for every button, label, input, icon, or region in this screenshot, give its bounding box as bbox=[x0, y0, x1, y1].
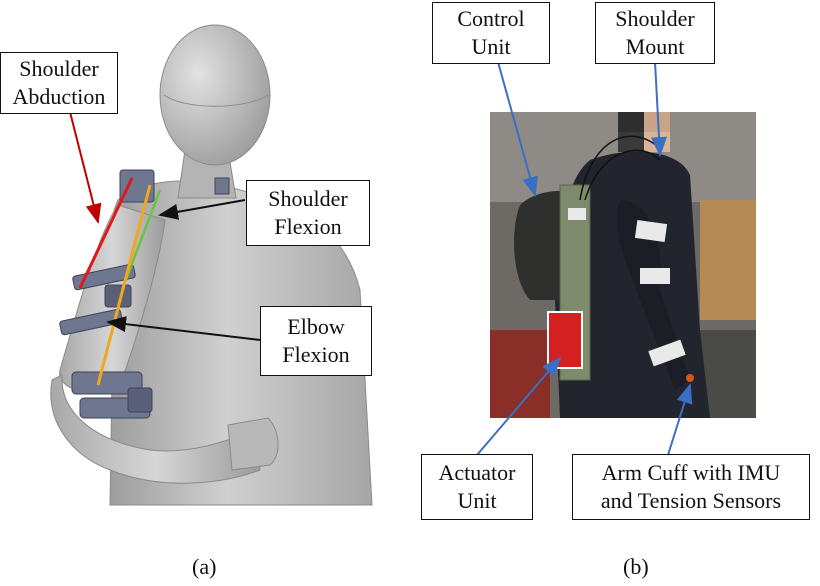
caption-panel-a: (a) bbox=[192, 554, 217, 579]
label-arm-cuff: Arm Cuff with IMU and Tension Sensors bbox=[572, 454, 810, 520]
actuator-unit-box bbox=[547, 311, 583, 369]
label-line: Shoulder bbox=[19, 56, 99, 81]
mannequin-hand bbox=[227, 417, 279, 471]
shoulder-flexion-arrow bbox=[158, 199, 246, 220]
shoulder-mount-bracket bbox=[119, 169, 155, 203]
abduction-cable bbox=[78, 177, 134, 289]
label-line: Elbow bbox=[287, 314, 345, 339]
label-actuator-unit: Actuator Unit bbox=[421, 454, 533, 520]
pixelated-face bbox=[618, 112, 670, 152]
label-elbow-flexion: Elbow Flexion bbox=[260, 306, 372, 376]
label-line: Shoulder bbox=[615, 6, 695, 31]
control-unit-arrow bbox=[497, 61, 538, 197]
person-arm bbox=[616, 200, 690, 390]
caption-panel-b: (b) bbox=[623, 554, 649, 579]
elbow-flexion-arrow bbox=[106, 316, 261, 341]
abduction-arrow bbox=[69, 111, 102, 224]
label-line: Unit bbox=[457, 488, 497, 513]
label-line: Shoulder bbox=[268, 186, 348, 211]
label-line: Unit bbox=[471, 34, 511, 59]
label-line: Actuator bbox=[438, 460, 516, 485]
mannequin-head bbox=[159, 24, 271, 166]
label-line: Mount bbox=[625, 34, 685, 59]
label-line: Control bbox=[457, 6, 525, 31]
panel-a-mannequin bbox=[50, 24, 373, 506]
label-control-unit: Control Unit bbox=[432, 2, 550, 64]
actuator-unit-arrow bbox=[476, 356, 562, 456]
label-shoulder-flexion: Shoulder Flexion bbox=[246, 180, 370, 246]
label-shoulder-mount: Shoulder Mount bbox=[595, 2, 715, 64]
forearm-cuff bbox=[71, 371, 153, 419]
elbow-flexion-cable bbox=[96, 184, 152, 386]
upper-arm-cuff bbox=[59, 263, 136, 336]
arm-cuff-arrow bbox=[667, 383, 693, 456]
label-line: Flexion bbox=[282, 342, 350, 367]
label-shoulder-abduction: Shoulder Abduction bbox=[0, 52, 118, 114]
label-line: Abduction bbox=[12, 84, 106, 109]
mannequin-forearm bbox=[50, 374, 261, 484]
panel-b-photo bbox=[476, 61, 756, 456]
shoulder-mount-arrow bbox=[651, 61, 668, 157]
label-line: and Tension Sensors bbox=[600, 488, 782, 513]
label-line: Arm Cuff with IMU bbox=[601, 460, 781, 485]
label-line: Flexion bbox=[274, 214, 342, 239]
